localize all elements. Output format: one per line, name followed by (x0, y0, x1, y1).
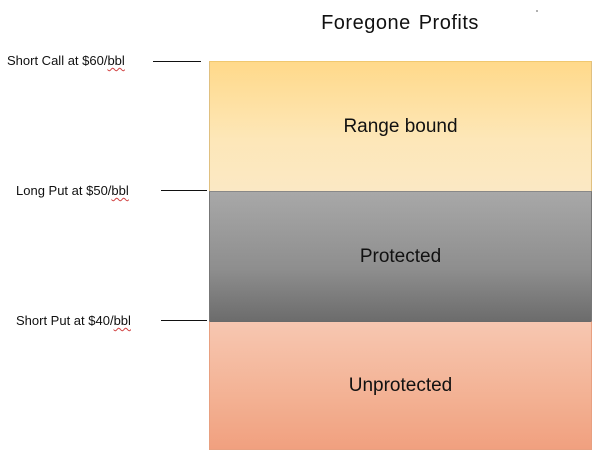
band-range-bound: Range bound (209, 61, 592, 191)
level-tick-long-put (161, 190, 207, 191)
level-label-unit: bbl (111, 183, 129, 198)
level-label-short-call: Short Call at $60/bbl (7, 53, 125, 68)
level-tick-short-call (153, 61, 201, 62)
level-label-long-put: Long Put at $50/bbl (16, 183, 129, 198)
band-label: Protected (359, 245, 442, 267)
level-tick-short-put (161, 320, 207, 321)
stray-dot (536, 10, 538, 12)
level-label-prefix: Long Put at $50/ (16, 183, 112, 198)
level-label-short-put: Short Put at $40/bbl (16, 313, 131, 328)
level-label-prefix: Short Put at $40/ (16, 313, 114, 328)
level-label-unit: bbl (107, 53, 125, 68)
title-word-1: Foregone (321, 12, 411, 34)
band-label: Unprotected (348, 374, 453, 396)
diagram-title: Foregone Profits (208, 12, 592, 35)
band-label: Range bound (343, 115, 458, 137)
level-label-prefix: Short Call at $60/ (7, 53, 108, 68)
level-label-unit: bbl (113, 313, 131, 328)
band-unprotected: Unprotected (209, 321, 592, 450)
band-protected: Protected (209, 191, 592, 321)
title-word-2: Profits (418, 12, 479, 34)
